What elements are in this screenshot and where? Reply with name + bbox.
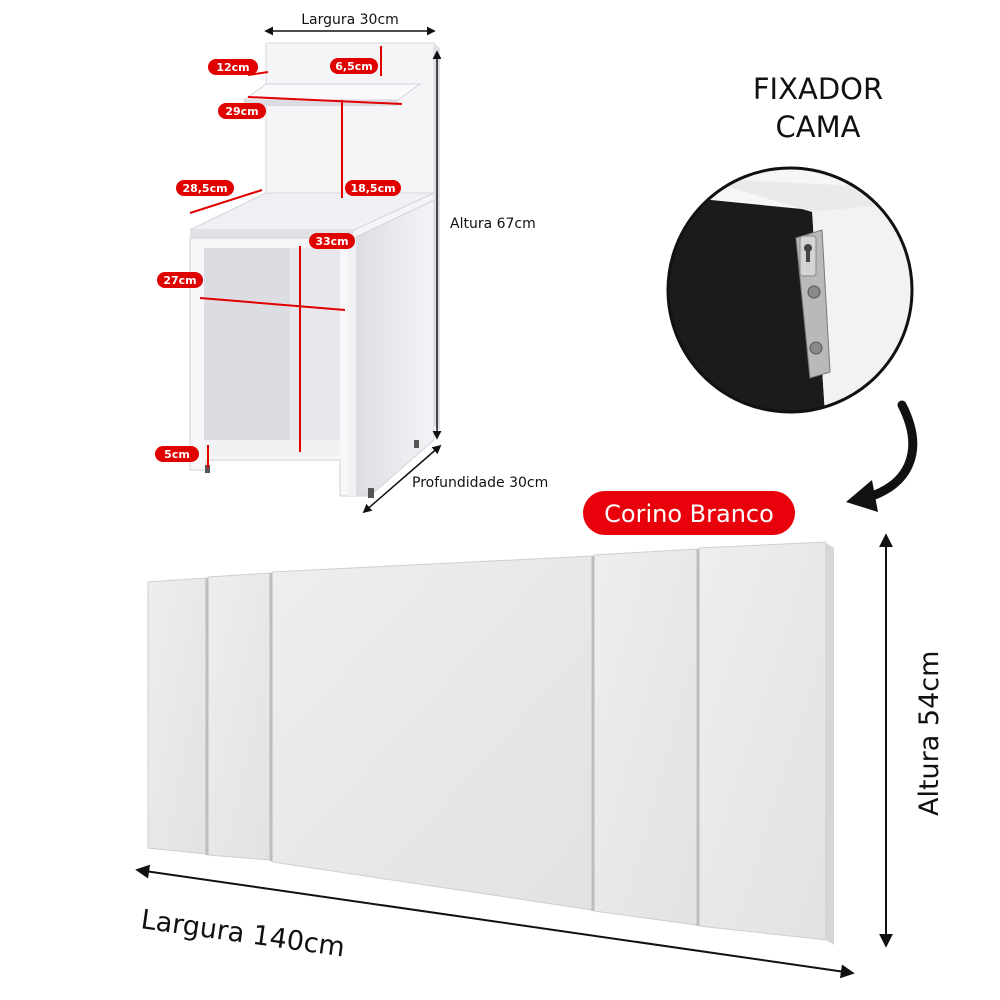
curved-arrow-icon	[861, 400, 918, 503]
tag-shelf-width: 29cm	[218, 103, 266, 119]
svg-text:18,5cm: 18,5cm	[350, 182, 395, 195]
nightstand-width-label: Largura 30cm	[301, 12, 399, 28]
fixador-title-line2: CAMA	[776, 110, 861, 144]
svg-text:5cm: 5cm	[164, 448, 190, 461]
tag-cubby-width: 33cm	[309, 233, 355, 249]
headboard-panel-center	[271, 555, 593, 911]
svg-text:28,5cm: 28,5cm	[182, 182, 227, 195]
tag-upper-height: 18,5cm	[345, 180, 401, 196]
nightstand-foot	[368, 488, 374, 498]
red-measure-lines	[189, 46, 403, 468]
headboard-backing	[668, 195, 826, 412]
screw-icon	[807, 285, 821, 299]
headboard-right-edge	[826, 543, 834, 945]
nightstand-bottom-shelf	[204, 440, 340, 456]
tag-top-gap: 6,5cm	[330, 58, 378, 74]
headboard-panel	[698, 541, 827, 941]
nightstand-height-label: Altura 67cm	[450, 216, 536, 232]
svg-text:Corino Branco: Corino Branco	[604, 500, 774, 528]
svg-text:12cm: 12cm	[216, 61, 249, 74]
nightstand-depth-label: Profundidade 30cm	[412, 475, 548, 491]
headboard-panel	[593, 548, 698, 926]
fixador-detail-circle	[666, 166, 914, 414]
headboard-panel	[147, 577, 207, 855]
nightstand-foot	[205, 465, 210, 473]
curved-arrow-head	[846, 480, 878, 512]
tag-foot-height: 5cm	[155, 446, 199, 462]
headboard-seams	[205, 549, 700, 926]
headboard-width-arrow	[135, 864, 855, 979]
tag-shelf-depth: 12cm	[208, 59, 258, 75]
screw-icon	[809, 341, 823, 355]
headboard-width-label: Largura 140cm	[139, 904, 347, 963]
svg-text:33cm: 33cm	[315, 235, 348, 248]
padded-panel-top	[700, 178, 912, 212]
nightstand-side-panel	[353, 199, 435, 497]
nightstand-cubby-back	[204, 248, 290, 440]
headboard-panel	[207, 572, 271, 861]
nightstand-front-right-edge	[348, 238, 356, 496]
headboard-height-label: Altura 54cm	[914, 651, 945, 816]
svg-text:27cm: 27cm	[163, 274, 196, 287]
tag-cubby-height: 27cm	[157, 272, 203, 288]
material-badge: Corino Branco	[583, 491, 795, 535]
nightstand-illustration	[189, 26, 442, 514]
fixador-title-line1: FIXADOR	[753, 72, 883, 106]
tag-top-depth: 28,5cm	[176, 180, 234, 196]
svg-text:6,5cm: 6,5cm	[335, 60, 372, 73]
depth-dimension-arrow	[362, 444, 442, 514]
svg-text:29cm: 29cm	[225, 105, 258, 118]
nightstand-foot	[414, 440, 419, 448]
headboard-illustration	[147, 541, 834, 945]
